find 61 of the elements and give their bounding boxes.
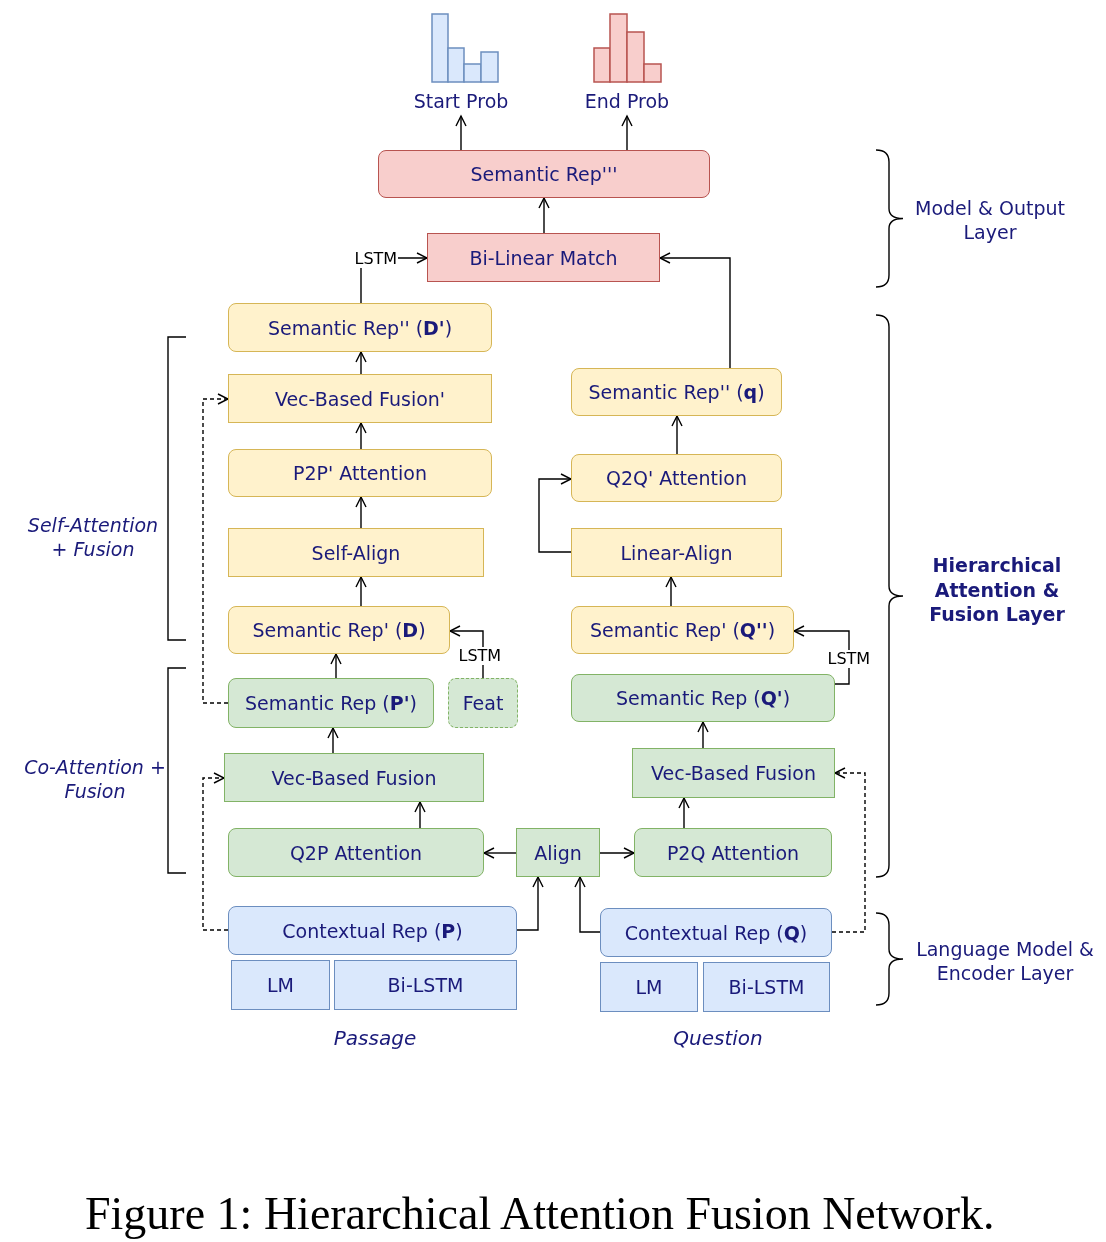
process-box: Semantic Rep' (Q'') (571, 606, 794, 654)
figure-caption: Figure 1: Hierarchical Attention Fusion Network. (85, 1187, 995, 1241)
arrow (599, 847, 635, 859)
edge-label: LSTM (353, 250, 399, 268)
arrow (621, 115, 633, 151)
process-box: Semantic Rep'' (D') (228, 303, 492, 352)
group-label: Co-Attention + Fusion (23, 754, 167, 804)
process-box: Semantic Rep''' (378, 150, 710, 198)
process-box: LM (231, 960, 330, 1010)
process-box: Bi-Linear Match (427, 233, 660, 282)
process-box: Vec-Based Fusion (632, 748, 835, 798)
process-box: Contextual Rep (Q) (600, 908, 832, 957)
process-box: Vec-Based Fusion' (228, 374, 492, 423)
arrow (574, 876, 601, 933)
arrow (355, 422, 367, 450)
arrow (327, 727, 339, 754)
arrow (538, 197, 550, 234)
process-box: Vec-Based Fusion (224, 753, 484, 802)
process-box: Semantic Rep (P') (228, 678, 434, 728)
process-box: Bi-LSTM (334, 960, 517, 1010)
process-box: P2P' Attention (228, 449, 492, 497)
process-box: Align (516, 828, 600, 877)
arrow (483, 847, 517, 859)
arrow (671, 415, 683, 455)
arrow (831, 767, 866, 933)
process-box: Contextual Rep (P) (228, 906, 517, 955)
arrow (202, 393, 229, 704)
edge-label: LSTM (457, 647, 503, 665)
arrow (665, 576, 677, 607)
arrow (455, 115, 467, 151)
layer-label: Model & Output Layer (914, 195, 1066, 245)
arrow (659, 252, 731, 369)
process-box: Semantic Rep (Q') (571, 674, 835, 722)
process-box: Bi-LSTM (703, 962, 830, 1012)
process-box: P2Q Attention (634, 828, 832, 877)
process-box: Semantic Rep' (D) (228, 606, 450, 654)
process-box: LM (600, 962, 698, 1012)
arrow (355, 576, 367, 607)
process-box: Q2P Attention (228, 828, 484, 877)
group-label: Self-Attention + Fusion (26, 512, 160, 562)
edge-label: LSTM (826, 650, 872, 668)
arrow (516, 876, 544, 931)
process-box: Linear-Align (571, 528, 782, 577)
feature-box: Feat (448, 678, 518, 728)
arrow (330, 653, 342, 679)
arrow (355, 496, 367, 529)
arrow (202, 772, 229, 931)
arrow (414, 801, 426, 829)
input-label: Question (672, 1025, 764, 1051)
layer-label: Hierarchical Attention & Fusion Layer (928, 553, 1066, 628)
arrow (678, 797, 690, 829)
arrow (697, 721, 709, 749)
process-box: Self-Align (228, 528, 484, 577)
output-label: Start Prob (400, 86, 522, 116)
process-box: Q2Q' Attention (571, 454, 782, 502)
layer-label: Language Model & Encoder Layer (915, 936, 1095, 986)
output-label: End Prob (572, 86, 682, 116)
arrow (355, 351, 367, 375)
process-box: Semantic Rep'' (q) (571, 368, 782, 416)
arrow (538, 473, 572, 553)
input-label: Passage (332, 1025, 418, 1051)
